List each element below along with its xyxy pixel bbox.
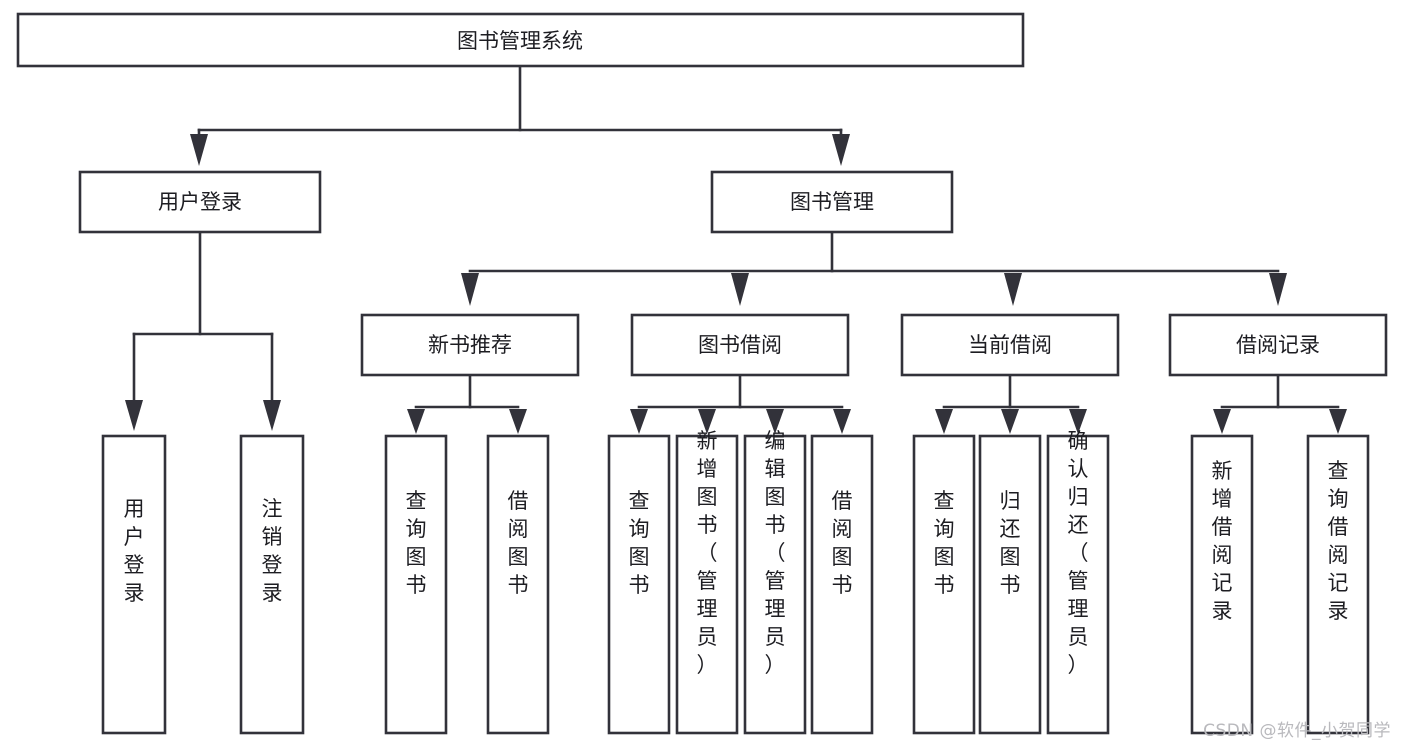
node-label: 借阅图书 bbox=[832, 489, 853, 597]
node-label: 图书管理 bbox=[790, 190, 874, 214]
node-label: 新增借阅记录 bbox=[1212, 459, 1233, 623]
node-box[interactable] bbox=[630, 313, 850, 377]
arrow-head-icon bbox=[1001, 409, 1019, 434]
node-label: 查询借阅记录 bbox=[1328, 459, 1349, 623]
node-box[interactable] bbox=[101, 434, 167, 735]
leaf-node-edit-book-admin[interactable]: 编辑图书（管理员） bbox=[743, 429, 807, 735]
node-label: 查询图书 bbox=[934, 489, 955, 597]
node-new-book-recommend[interactable]: 新书推荐 bbox=[360, 313, 580, 377]
node-box[interactable] bbox=[239, 434, 305, 735]
node-label: 编辑图书（管理员） bbox=[765, 429, 786, 677]
node-current-borrow[interactable]: 当前借阅 bbox=[900, 313, 1120, 377]
connector-currentborrow-to-leaves bbox=[935, 373, 1087, 434]
node-book-management[interactable]: 图书管理 bbox=[710, 170, 954, 234]
node-label: 借阅图书 bbox=[508, 489, 529, 597]
arrow-head-icon bbox=[833, 409, 851, 434]
node-box[interactable] bbox=[1306, 434, 1370, 735]
arrow-head-icon bbox=[1269, 273, 1287, 306]
node-label: 注销登录 bbox=[262, 497, 283, 605]
arrow-head-icon bbox=[407, 409, 425, 434]
node-label: 归还图书 bbox=[1000, 489, 1021, 597]
node-box[interactable] bbox=[384, 434, 448, 735]
node-box[interactable] bbox=[360, 313, 580, 377]
node-box[interactable] bbox=[810, 434, 874, 735]
leaf-node-user-login[interactable]: 用户登录 bbox=[101, 434, 167, 735]
node-root-system[interactable]: 图书管理系统 bbox=[16, 12, 1025, 68]
node-box[interactable] bbox=[1168, 313, 1388, 377]
node-label: 确认归还（管理员） bbox=[1068, 429, 1089, 677]
node-label: 图书管理系统 bbox=[457, 29, 583, 53]
arrow-head-icon bbox=[263, 400, 281, 431]
connector-bookborrow-to-leaves bbox=[630, 373, 851, 434]
node-box[interactable] bbox=[710, 170, 954, 234]
node-label: 查询图书 bbox=[406, 489, 427, 597]
arrow-head-icon bbox=[731, 273, 749, 306]
arrow-head-icon bbox=[766, 409, 784, 434]
node-box[interactable] bbox=[675, 434, 739, 735]
node-label: 图书借阅 bbox=[698, 333, 782, 357]
node-user-login[interactable]: 用户登录 bbox=[78, 170, 322, 234]
connector-bookmgmt-to-level3 bbox=[461, 230, 1287, 306]
node-label: 新书推荐 bbox=[428, 333, 512, 357]
leaf-node-add-borrow-record[interactable]: 新增借阅记录 bbox=[1190, 434, 1254, 735]
arrow-head-icon bbox=[630, 409, 648, 434]
arrow-head-icon bbox=[698, 409, 716, 434]
connector-root-to-level2 bbox=[190, 64, 850, 166]
leaf-node-query-book-current[interactable]: 查询图书 bbox=[912, 434, 976, 735]
node-box[interactable] bbox=[607, 434, 671, 735]
leaf-node-borrow-book[interactable]: 借阅图书 bbox=[810, 434, 874, 735]
node-box[interactable] bbox=[912, 434, 976, 735]
node-borrow-record[interactable]: 借阅记录 bbox=[1168, 313, 1388, 377]
connector-userlogin-to-leaves bbox=[125, 230, 281, 431]
node-box[interactable] bbox=[743, 434, 807, 735]
leaf-node-confirm-return-admin[interactable]: 确认归还（管理员） bbox=[1046, 429, 1110, 735]
node-label: 查询图书 bbox=[629, 489, 650, 597]
arrow-head-icon bbox=[1004, 273, 1022, 306]
node-label: 借阅记录 bbox=[1236, 333, 1320, 357]
connector-newbook-to-leaves bbox=[407, 373, 527, 434]
arrow-head-icon bbox=[509, 409, 527, 434]
node-label: 当前借阅 bbox=[968, 333, 1052, 357]
arrow-head-icon bbox=[461, 273, 479, 306]
node-box[interactable] bbox=[16, 12, 1025, 68]
arrow-head-icon bbox=[125, 400, 143, 431]
leaf-node-query-book-recommend[interactable]: 查询图书 bbox=[384, 434, 448, 735]
node-book-borrow[interactable]: 图书借阅 bbox=[630, 313, 850, 377]
arrow-head-icon bbox=[1329, 409, 1347, 434]
leaf-node-query-book-borrow[interactable]: 查询图书 bbox=[607, 434, 671, 735]
node-box[interactable] bbox=[978, 434, 1042, 735]
leaf-node-query-borrow-record[interactable]: 查询借阅记录 bbox=[1306, 434, 1370, 735]
csdn-watermark: CSDN @软件_小贺同学 bbox=[1203, 721, 1391, 741]
node-label: 用户登录 bbox=[124, 497, 145, 605]
node-box[interactable] bbox=[900, 313, 1120, 377]
node-label: 用户登录 bbox=[158, 190, 242, 214]
connector-borrowrecord-to-leaves bbox=[1213, 373, 1347, 434]
node-box[interactable] bbox=[1190, 434, 1254, 735]
arrow-head-icon bbox=[935, 409, 953, 434]
arrow-head-icon bbox=[832, 134, 850, 166]
node-box[interactable] bbox=[1046, 434, 1110, 735]
node-label: 新增图书（管理员） bbox=[697, 429, 718, 677]
node-box[interactable] bbox=[486, 434, 550, 735]
leaf-node-logout[interactable]: 注销登录 bbox=[239, 434, 305, 735]
arrow-head-icon bbox=[1213, 409, 1231, 434]
arrow-head-icon bbox=[1069, 409, 1087, 434]
node-box[interactable] bbox=[78, 170, 322, 234]
leaf-node-return-book[interactable]: 归还图书 bbox=[978, 434, 1042, 735]
leaf-node-borrow-book-recommend[interactable]: 借阅图书 bbox=[486, 434, 550, 735]
arrow-head-icon bbox=[190, 134, 208, 166]
leaf-node-add-book-admin[interactable]: 新增图书（管理员） bbox=[675, 429, 739, 735]
